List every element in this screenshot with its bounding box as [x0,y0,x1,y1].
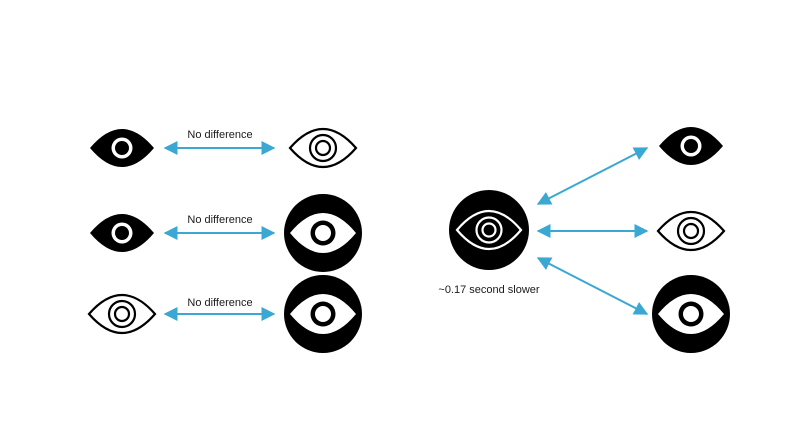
double-arrow [536,147,649,205]
iris-ring [676,216,706,246]
pupil-ring [682,222,700,240]
center-label: ~0.17 second slower [438,284,540,296]
pupil [115,226,129,240]
eye-outline-icon [656,210,726,252]
eye-shape [656,210,726,252]
pupil [115,141,129,155]
pupil-ring [113,305,131,323]
eye-solid-icon [90,214,154,252]
eye-outline-icon [87,293,157,335]
one-vs-many-comparison: ~0.17 second slower [438,127,730,353]
pupil [683,306,699,322]
pupil-ring [481,222,497,238]
pupil [684,139,698,153]
pupil [315,225,331,241]
comparison-label: No difference [187,297,252,309]
eye-circle-inverted-icon [284,275,362,353]
comparison-pair-3: No difference [87,275,362,353]
comparison-label: No difference [187,214,252,226]
iris-ring [475,216,503,244]
eye-shape [455,209,523,251]
eye-circle-inverted-icon [652,275,730,353]
circle-background [449,190,529,270]
pupil-ring [314,139,332,157]
eye-shape [87,293,157,335]
eye-shape [288,127,358,169]
double-arrow [536,257,649,315]
iris-ring [308,133,338,163]
comparison-label: No difference [187,129,252,141]
eye-solid-icon [659,127,723,165]
eye-outline-icon [288,127,358,169]
comparison-pair-2: No difference [90,194,362,272]
eye-outline-in-circle-icon [449,190,529,270]
pupil [315,306,331,322]
comparison-pair-1: No difference [90,127,358,169]
eye-solid-icon [90,129,154,167]
iris-ring [107,299,137,329]
eye-circle-inverted-icon [284,194,362,272]
